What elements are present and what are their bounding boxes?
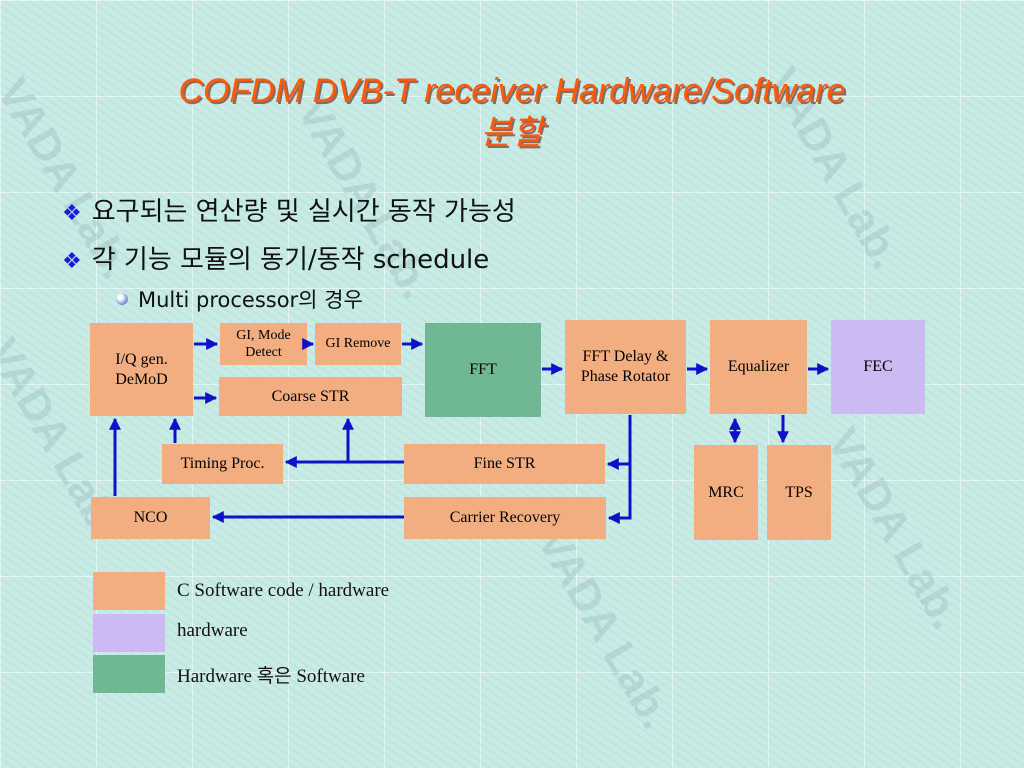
- diamond-bullet-icon: ❖: [62, 249, 82, 274]
- block-coarse-str: Coarse STR: [219, 377, 402, 416]
- block-fft-delay-label: FFT Delay & Phase Rotator: [580, 348, 671, 385]
- block-fft: FFT: [425, 323, 541, 417]
- slide-title: COFDM DVB-T receiver Hardware/Software 분…: [0, 70, 1024, 154]
- legend-swatch-hw-or-sw: [93, 655, 165, 693]
- title-line-2: 분할: [480, 114, 544, 152]
- block-fft-label: FFT: [469, 361, 497, 378]
- block-carrier-recovery: Carrier Recovery: [404, 497, 606, 539]
- block-mrc: MRC: [694, 445, 758, 540]
- bullet-1-text: 요구되는 연산량 및 실시간 동작 가능성: [91, 197, 516, 227]
- legend-label-hardware: hardware: [177, 620, 248, 641]
- title-line-1: COFDM DVB-T receiver Hardware/Software: [178, 72, 846, 110]
- block-fec: FEC: [831, 320, 925, 414]
- block-gi-remove-label: GI Remove: [325, 336, 391, 351]
- legend-swatch-hardware: [93, 614, 165, 652]
- legend-swatch-c-software: [93, 572, 165, 610]
- block-mrc-label: MRC: [708, 483, 744, 501]
- block-iq-gen-label: I/Q gen. DeMoD: [115, 350, 168, 388]
- block-fine-str: Fine STR: [404, 444, 605, 484]
- legend-label-c-software: C Software code / hardware: [177, 580, 390, 601]
- block-coarse-str-label: Coarse STR: [271, 387, 350, 405]
- arrow-fft-delay-to-fine-str: [606, 415, 632, 470]
- sub-bullet: Multi processor의 경우: [116, 284, 363, 314]
- block-carrier-recovery-label: Carrier Recovery: [449, 509, 561, 526]
- block-nco: NCO: [91, 497, 210, 539]
- block-iq-gen: I/Q gen. DeMoD: [90, 323, 193, 416]
- block-gi-mode-detect: GI, Mode Detect: [220, 323, 307, 365]
- round-bullet-icon: [116, 293, 128, 305]
- block-equalizer-label: Equalizer: [727, 358, 790, 375]
- block-fec-label: FEC: [863, 358, 893, 375]
- sub-bullet-text: Multi processor의 경우: [138, 288, 363, 312]
- block-fft-delay: FFT Delay & Phase Rotator: [565, 320, 686, 414]
- block-gi-remove: GI Remove: [315, 323, 401, 365]
- bullet-2: ❖ 각 기능 모듈의 동기/동작 schedule: [62, 239, 489, 276]
- bullet-1: ❖ 요구되는 연산량 및 실시간 동작 가능성: [62, 191, 516, 228]
- block-gi-mode-detect-label: GI, Mode Detect: [236, 328, 291, 360]
- diamond-bullet-icon: ❖: [62, 201, 82, 226]
- block-tps-label: TPS: [785, 483, 813, 501]
- block-tps: TPS: [767, 445, 831, 540]
- arrow-fft-delay-to-carrier: [607, 464, 632, 524]
- block-timing-proc-label: Timing Proc.: [180, 455, 265, 472]
- block-nco-label: NCO: [133, 509, 168, 526]
- legend-label-hw-or-sw: Hardware 혹은 Software: [177, 666, 365, 687]
- block-timing-proc: Timing Proc.: [162, 444, 283, 484]
- block-fine-str-label: Fine STR: [473, 455, 536, 472]
- block-equalizer: Equalizer: [710, 320, 807, 414]
- bullet-2-text: 각 기능 모듈의 동기/동작 schedule: [91, 245, 490, 275]
